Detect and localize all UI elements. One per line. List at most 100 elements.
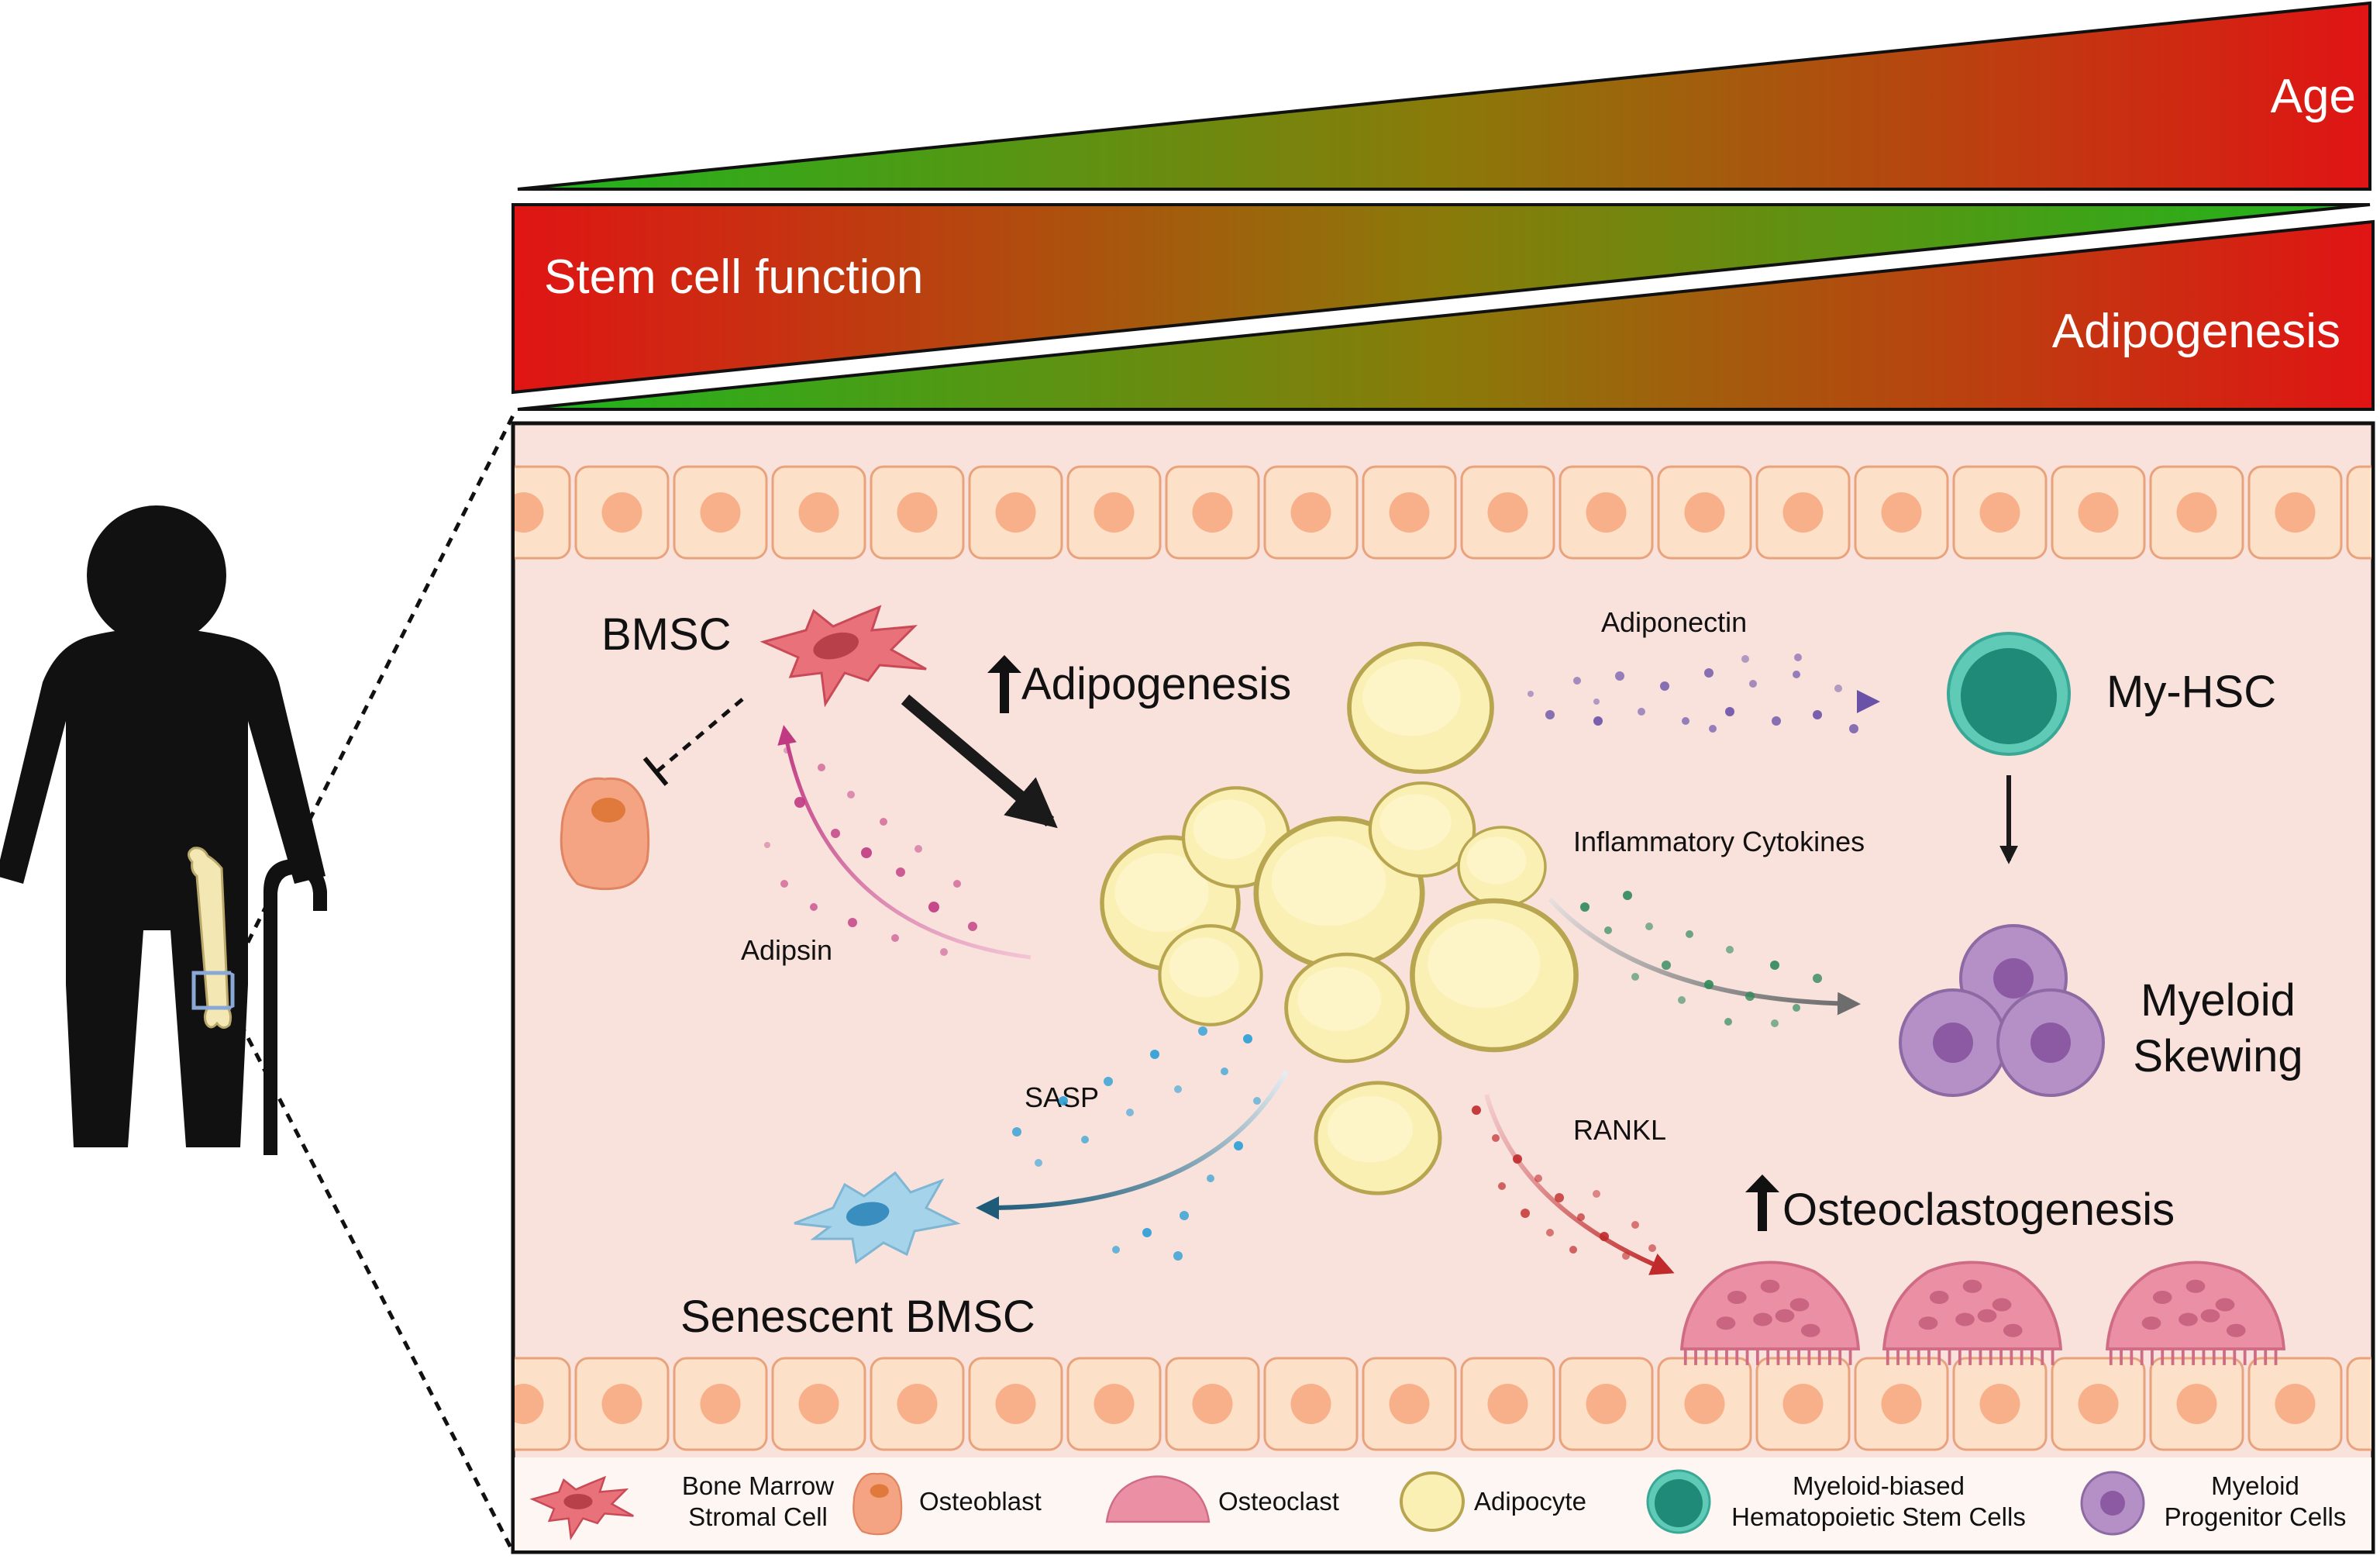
particle xyxy=(891,934,899,942)
particle xyxy=(1794,654,1802,661)
lining-cell xyxy=(2346,465,2371,560)
particle xyxy=(1059,1096,1068,1105)
stem-cell-label: Stem cell function xyxy=(544,250,923,304)
particle xyxy=(1221,1068,1228,1075)
particle xyxy=(1741,655,1749,663)
myeloid-skewing-line1: Myeloid xyxy=(2141,975,2296,1026)
particle xyxy=(1142,1228,1152,1237)
legend-progenitor-line2: Progenitor Cells xyxy=(2165,1502,2347,1531)
lining-cell xyxy=(515,1357,571,1451)
particle xyxy=(1771,1019,1779,1027)
particle xyxy=(1623,891,1632,900)
adipsin-particles xyxy=(764,747,977,956)
particle xyxy=(1772,716,1781,726)
particle xyxy=(1180,1211,1189,1220)
lining-cell xyxy=(574,465,670,560)
particle xyxy=(1207,1174,1214,1182)
osteoclasts xyxy=(1679,1261,2286,1365)
adipogenesis-label: Adipogenesis xyxy=(1021,659,1291,709)
particle xyxy=(1593,698,1600,705)
particle xyxy=(1686,930,1693,938)
particle xyxy=(1546,1229,1554,1237)
lining-cell xyxy=(1657,465,1752,560)
lining-cell xyxy=(1263,1357,1359,1451)
particle xyxy=(1793,671,1800,678)
legend-myhsc-icon xyxy=(1646,1469,1711,1534)
particle xyxy=(1545,710,1555,719)
particle xyxy=(1813,710,1822,719)
lining-cell xyxy=(968,465,1063,560)
lining-cell xyxy=(1066,465,1162,560)
adipogenesis-gradient-label: Adipogenesis xyxy=(2052,305,2340,358)
lining-cell xyxy=(2149,465,2244,560)
legend-adipocyte-icon xyxy=(1400,1471,1465,1532)
lining-cell xyxy=(1755,465,1851,560)
particle xyxy=(780,880,788,888)
lining-cell xyxy=(1952,465,2048,560)
osteoclastogenesis-up-marker: Osteoclastogenesis xyxy=(1745,1174,2175,1235)
adipogenesis-gradient: Adipogenesis xyxy=(517,219,2375,411)
sasp-arrow xyxy=(976,1070,1289,1220)
particle xyxy=(1534,1174,1542,1182)
myeloid-progenitor-cluster xyxy=(1899,924,2105,1097)
particle xyxy=(1104,1077,1113,1086)
age-gradient: Age xyxy=(517,1,2371,191)
lining-cell xyxy=(2247,1357,2343,1451)
particle xyxy=(831,829,840,838)
legend-adipocyte-label: Adipocyte xyxy=(1474,1487,1586,1516)
particle xyxy=(1593,716,1603,726)
particle xyxy=(1528,691,1534,697)
lining-cell xyxy=(673,1357,768,1451)
lining-cell xyxy=(2149,1357,2244,1451)
lining-cell xyxy=(771,465,866,560)
particle xyxy=(1615,671,1624,681)
bmsc-label: BMSC xyxy=(601,609,732,660)
particle xyxy=(1704,668,1714,678)
myhsc-cell xyxy=(1947,632,2071,756)
particle xyxy=(1678,996,1686,1004)
lining-cell xyxy=(1952,1357,2048,1451)
particle xyxy=(764,842,770,848)
rankl-label: RANKL xyxy=(1573,1114,1666,1146)
particle xyxy=(1081,1136,1089,1143)
particle xyxy=(896,867,905,877)
particle xyxy=(1569,1246,1577,1254)
particle xyxy=(1150,1050,1159,1059)
particle xyxy=(1513,1154,1522,1164)
particle xyxy=(1726,946,1734,954)
lining-cell xyxy=(1559,465,1654,560)
particle xyxy=(1638,708,1645,716)
particle xyxy=(1521,1209,1530,1218)
lining-cell xyxy=(2346,1357,2371,1451)
myeloid-skewing-line2: Skewing xyxy=(2133,1031,2303,1081)
particle xyxy=(1492,1134,1500,1142)
particle xyxy=(1622,1252,1630,1260)
particle xyxy=(1749,680,1757,688)
particle xyxy=(1198,1026,1207,1036)
legend-myhsc-line1: Myeloid-biased xyxy=(1793,1471,1965,1500)
legend: Bone Marrow Stromal Cell Osteoblast Oste… xyxy=(529,1469,2347,1541)
lining-cell xyxy=(1559,1357,1654,1451)
lining-cell xyxy=(870,465,965,560)
legend-myhsc-line2: Hematopoietic Stem Cells xyxy=(1731,1502,2026,1531)
lining-cell xyxy=(1066,1357,1162,1451)
lining-cell xyxy=(870,1357,965,1451)
osteoclastogenesis-label: Osteoclastogenesis xyxy=(1782,1185,2175,1235)
particle xyxy=(784,747,790,754)
lining-cell xyxy=(1854,1357,1949,1451)
particle xyxy=(1580,902,1590,912)
lining-cell xyxy=(673,465,768,560)
lining-cell xyxy=(1854,465,1949,560)
lining-cell xyxy=(2051,465,2146,560)
particle xyxy=(1834,685,1842,692)
particle xyxy=(794,797,805,808)
particle xyxy=(1234,1141,1243,1150)
cytokines-arrow xyxy=(1548,897,1861,1016)
particle xyxy=(968,922,977,931)
particle xyxy=(1035,1159,1042,1167)
particle xyxy=(1174,1085,1182,1093)
particle xyxy=(1849,724,1858,733)
lining-cell xyxy=(1165,1357,1260,1451)
lining-cell xyxy=(1657,1357,1752,1451)
